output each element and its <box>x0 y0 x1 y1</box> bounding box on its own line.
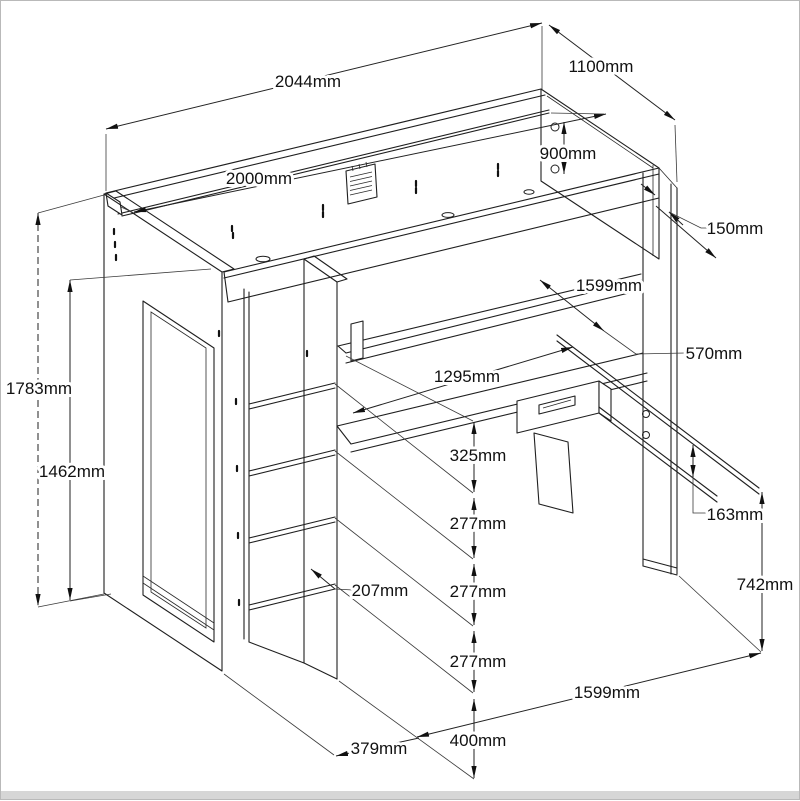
extension-lines <box>37 26 762 780</box>
ext-742-bottom <box>678 575 762 653</box>
wardrobe-door <box>142 300 215 643</box>
ext-shelf-levels <box>334 383 474 694</box>
dim-label-277-2: 277mm <box>450 582 507 601</box>
lower-batten <box>598 406 718 503</box>
upper-batten <box>556 334 760 495</box>
dim-label-1783: 1783mm <box>6 379 72 398</box>
platform-back-edge <box>121 112 550 217</box>
wardrobe <box>103 190 235 672</box>
shelf-step-1 <box>248 382 336 410</box>
leader-150 <box>668 211 708 229</box>
ext-base-front <box>338 680 475 780</box>
back-rail-lower-edge <box>117 109 550 215</box>
dim-arrow-150-lower <box>668 211 684 226</box>
platform-hole-1 <box>255 255 271 263</box>
ext-chain-top <box>345 355 474 422</box>
head-panel <box>540 88 660 260</box>
leader-163 <box>692 477 707 514</box>
platform-hole-2 <box>441 212 455 218</box>
dim-line-2044 <box>105 22 543 130</box>
dim-label-379: 379mm <box>351 739 408 758</box>
batten-screw-hole-1 <box>642 410 650 418</box>
shelf-unit <box>243 255 348 680</box>
vent-grille-frame <box>345 163 378 205</box>
dim-label-150: 150mm <box>707 219 764 238</box>
dim-label-400: 400mm <box>450 731 507 750</box>
right-post-foot <box>642 558 678 576</box>
shelf-unit-back-edge <box>243 288 250 643</box>
dim-leader-207 <box>310 568 336 590</box>
divider-panel-edges <box>303 258 338 680</box>
wardrobe-plinth <box>142 575 215 631</box>
dim-label-2044: 2044mm <box>275 72 341 91</box>
shelf-step-3 <box>248 516 336 544</box>
dim-arrow-150-upper <box>640 183 656 196</box>
dim-line-570 <box>539 279 605 332</box>
shelf-support-bracket <box>350 320 364 362</box>
desk <box>336 122 760 514</box>
dim-label-1599-upper: 1599mm <box>576 276 642 295</box>
right-corner-post <box>670 183 678 575</box>
drawer-side <box>598 380 612 422</box>
dim-label-1599-lower: 1599mm <box>574 683 640 702</box>
dimension-lines <box>35 22 765 778</box>
dim-label-570: 570mm <box>686 344 743 363</box>
desk-upper-shelf <box>337 273 642 364</box>
dim-label-207: 207mm <box>352 581 409 600</box>
dim-line-1295 <box>352 346 574 414</box>
wardrobe-side-outline <box>103 193 223 672</box>
leader-570 <box>603 330 686 355</box>
dim-label-1295: 1295mm <box>434 367 500 386</box>
shelf-step-4 <box>248 583 336 611</box>
batten-screw-hole-2 <box>642 431 650 439</box>
dim-line-1599-lower <box>416 652 762 738</box>
dim-label-163: 163mm <box>707 505 764 524</box>
dim-label-900: 900mm <box>540 144 597 163</box>
dim-line-2000 <box>133 113 607 213</box>
front-rail <box>223 167 660 303</box>
divider-top-edge <box>303 255 348 283</box>
ext-2000 <box>120 112 605 214</box>
shelf-step-2 <box>248 449 336 477</box>
back-rail-inner-edge <box>109 94 546 200</box>
right-post-top-edge <box>658 167 678 189</box>
platform-hole-3 <box>523 189 535 195</box>
leader-207 <box>334 588 354 591</box>
dim-label-277-3: 277mm <box>450 652 507 671</box>
dim-line-1100 <box>548 24 676 121</box>
leaders-1462 <box>69 268 212 602</box>
desk-left-leg <box>533 432 574 514</box>
wardrobe-top-edge <box>103 190 235 273</box>
dim-line-379 <box>335 737 420 757</box>
vent-grille <box>345 161 378 205</box>
head-panel-hole-2 <box>550 164 560 174</box>
page-bottom-band <box>1 791 799 799</box>
wardrobe-door-inset <box>150 311 207 629</box>
dim-label-277-1: 277mm <box>450 514 507 533</box>
shelf-unit-base <box>248 641 338 680</box>
head-panel-inner-lines <box>546 95 654 256</box>
ext-379 <box>223 673 335 756</box>
ext-1100-right <box>674 124 678 183</box>
dimension-labels: 2044mm 1100mm 2000mm 900mm 150mm 1599mm … <box>3 54 796 761</box>
dim-label-1462: 1462mm <box>39 462 105 481</box>
dim-label-2000: 2000mm <box>226 169 292 188</box>
dim-label-325: 325mm <box>450 446 507 465</box>
dim-pointer-right <box>655 205 717 259</box>
leaders-1783 <box>37 194 105 608</box>
dim-label-1100: 1100mm <box>569 57 634 76</box>
dim-label-742: 742mm <box>737 575 794 594</box>
